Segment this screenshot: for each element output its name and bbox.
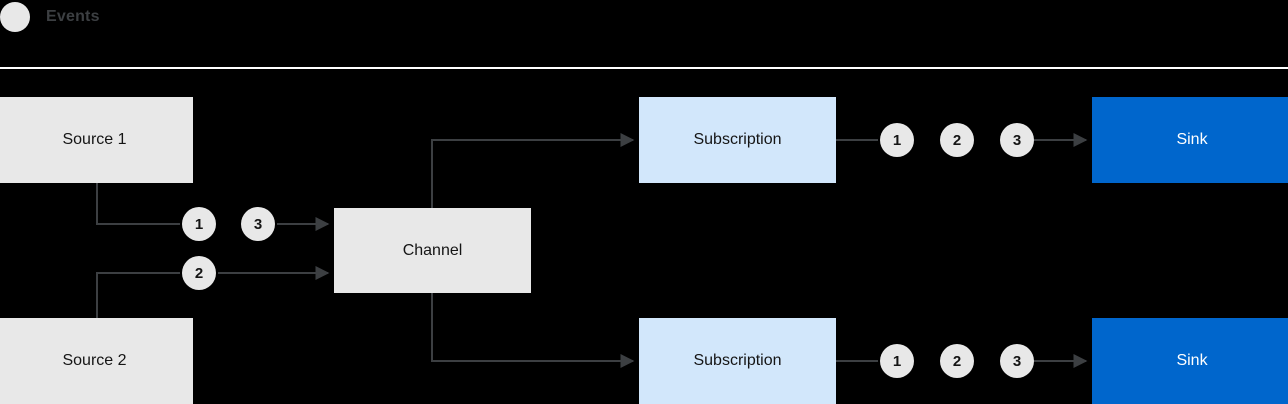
node-subscription-1[interactable]: Subscription	[639, 97, 836, 183]
node-sink-1[interactable]: Sink	[1092, 97, 1288, 183]
event-badge: 2	[182, 256, 216, 290]
node-sink-2[interactable]: Sink	[1092, 318, 1288, 404]
header-divider	[0, 67, 1288, 69]
legend: Events	[0, 0, 100, 34]
event-badge: 1	[182, 207, 216, 241]
event-badge: 2	[940, 344, 974, 378]
event-badge: 1	[880, 344, 914, 378]
event-dot-icon	[0, 2, 30, 32]
node-source-1[interactable]: Source 1	[0, 97, 193, 183]
event-badge: 3	[241, 207, 275, 241]
event-badge: 3	[1000, 123, 1034, 157]
node-source-2[interactable]: Source 2	[0, 318, 193, 404]
node-channel[interactable]: Channel	[334, 208, 531, 293]
legend-label: Events	[46, 8, 100, 25]
node-subscription-2[interactable]: Subscription	[639, 318, 836, 404]
event-badge: 2	[940, 123, 974, 157]
event-badge: 1	[880, 123, 914, 157]
event-badge: 3	[1000, 344, 1034, 378]
